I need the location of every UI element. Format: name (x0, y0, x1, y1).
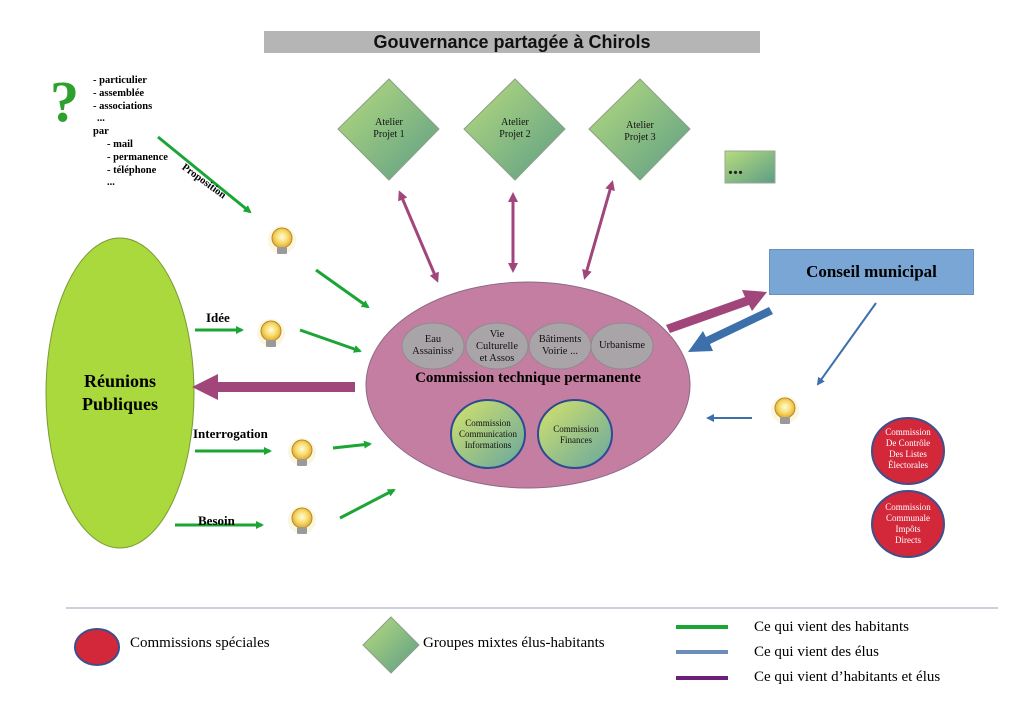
source-item: ... (97, 113, 105, 125)
commission-listes-electorales-circle (871, 417, 945, 485)
commission-finances-circle (537, 399, 613, 469)
legend-both-label: Ce qui vient d’habitants et élus (754, 669, 941, 685)
arrow-ctp-atelier1 (398, 190, 439, 283)
source-item: par (93, 126, 109, 138)
arrow-ctp-to-reunions (192, 374, 355, 400)
idee-label: Idée (206, 310, 230, 325)
atelier-more-label: ... (728, 157, 743, 179)
question-mark-icon: ? (50, 69, 79, 134)
atelier-more-box (724, 150, 776, 184)
source-item: - assemblée (93, 87, 145, 99)
source-item: ... (107, 177, 115, 189)
source-item: - mail (107, 138, 133, 150)
arrow-conseil-to-bulb (816, 302, 877, 386)
commission-impots-directs-circle (871, 490, 945, 558)
legend-habitants-label: Ce qui vient des habitants (754, 619, 909, 635)
lightbulb-icon (257, 319, 285, 347)
source-item: - permanence (107, 151, 168, 163)
lightbulb-icon (268, 226, 296, 254)
atelier-2-diamond (463, 78, 566, 181)
source-item: - associations (93, 100, 153, 112)
source-item: - particulier (93, 75, 147, 86)
lightbulb-icon (288, 506, 316, 534)
arrow-conseil-to-ctp (688, 307, 773, 352)
atelier-3-diamond (588, 78, 691, 181)
besoin-label: Besoin (198, 513, 235, 528)
legend-mixtes-label: Groupes mixtes élus-habitants (423, 635, 605, 651)
legend-mixtes-icon (362, 616, 420, 674)
legend-special-icon (74, 628, 120, 666)
arrow-ctp-atelier3 (582, 180, 615, 280)
urbanisme-label: Urbanisme (598, 340, 646, 351)
eau-bubble (401, 322, 465, 370)
commission-technique-label: Commission technique permanente (415, 370, 641, 386)
source-item: - téléphone (107, 164, 157, 176)
source-list: - particulier - assemblée - associations… (93, 75, 168, 190)
lightbulb-icon (288, 438, 316, 466)
arrow-bulb2-to-ctp (299, 328, 362, 353)
urbanisme-bubble (590, 322, 654, 370)
legend-special-label: Commissions spéciales (130, 635, 270, 651)
interrogation-label: Interrogation (193, 426, 268, 441)
arrow-bulb1-to-ctp (315, 268, 370, 309)
lightbulb-icon (771, 396, 799, 424)
conseil-municipal-box: Conseil municipal (769, 249, 974, 295)
reunions-publiques-ellipse (45, 237, 195, 549)
arrow-proposition-to-bulb (157, 135, 252, 214)
arrow-ctp-to-conseil (666, 290, 767, 333)
commission-communication-circle (450, 399, 526, 469)
arrow-bulb3-to-ctp (332, 440, 372, 450)
legend-elus-label: Ce qui vient des élus (754, 644, 879, 660)
page-title: Gouvernance partagée à Chirols (264, 31, 760, 53)
atelier-1-diamond (337, 78, 440, 181)
arrow-bulb4-to-ctp (339, 488, 396, 520)
vie-culturelle-bubble (465, 322, 529, 370)
